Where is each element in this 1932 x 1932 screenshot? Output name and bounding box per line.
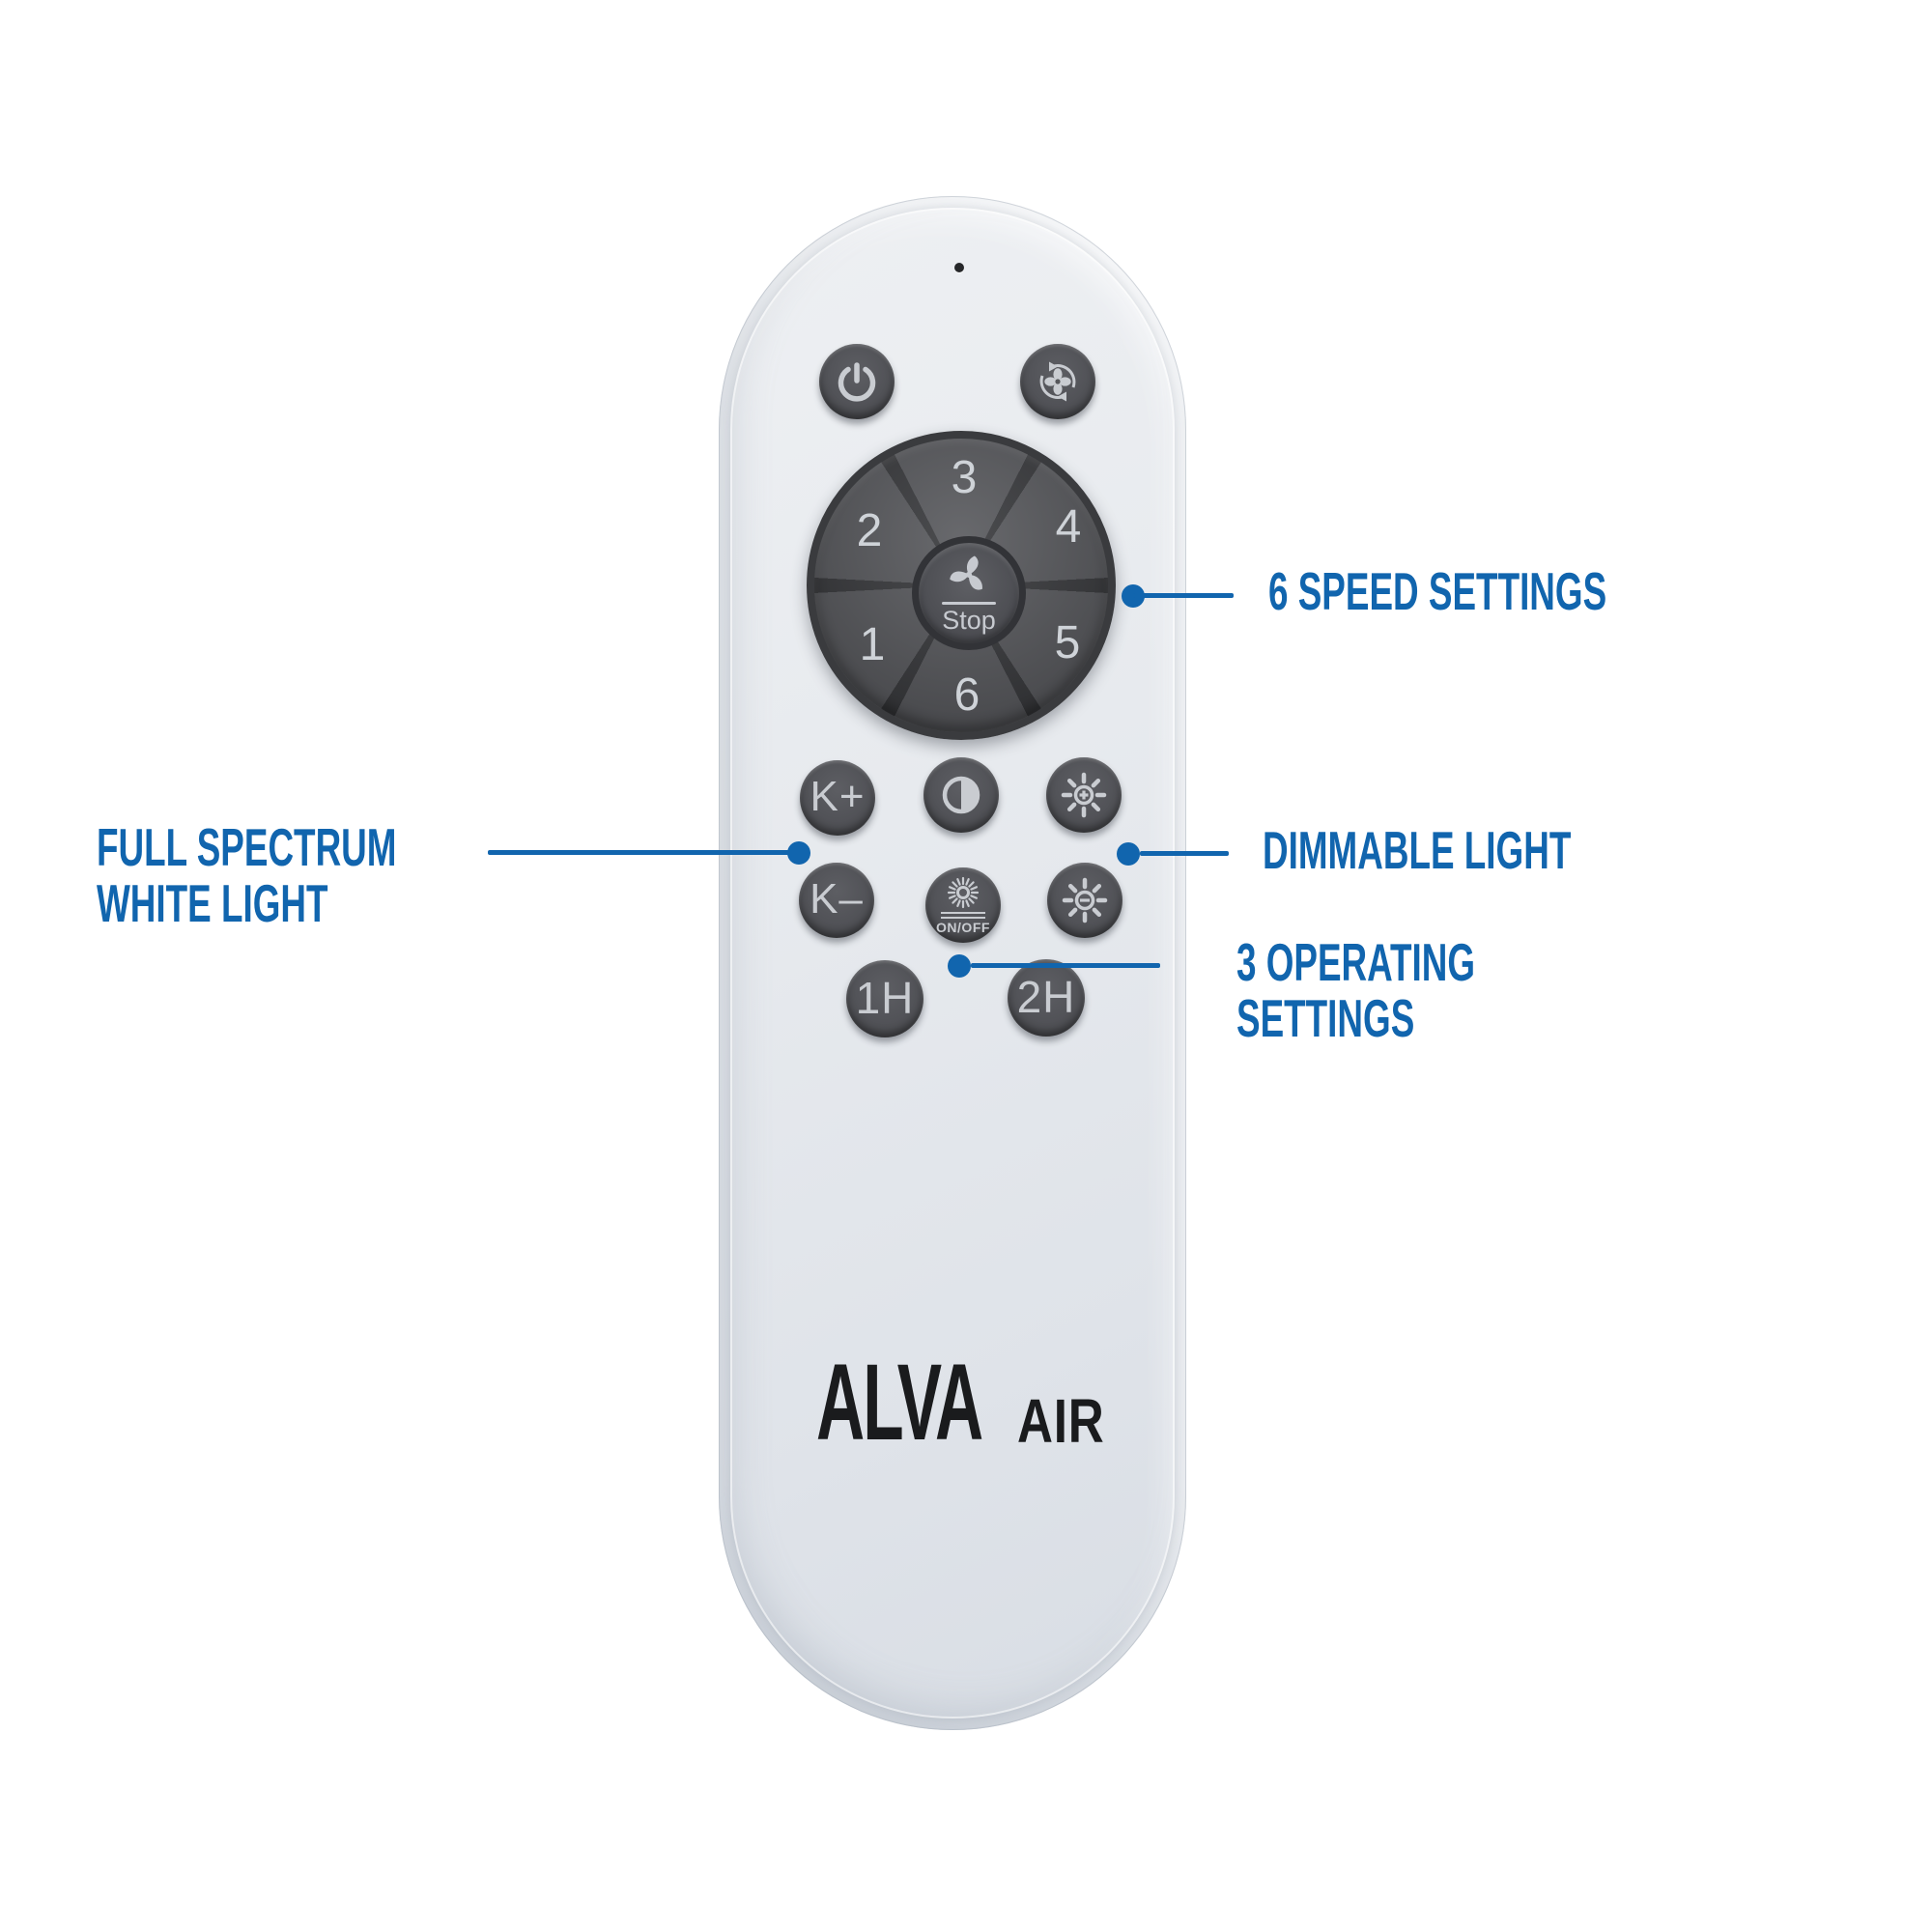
led-indicator: [954, 263, 964, 272]
stop-label: Stop: [942, 606, 996, 635]
speed-button-4[interactable]: 4: [1055, 501, 1082, 553]
callout-dot: [787, 841, 810, 865]
power-button[interactable]: [819, 344, 895, 419]
power-icon: [836, 360, 878, 403]
callout-dot: [948, 954, 971, 978]
speed-button-1[interactable]: 1: [859, 619, 886, 670]
brightness-up-icon: [1061, 772, 1107, 818]
speed-pad: 1 2 3 4 5 6 Stop: [807, 431, 1116, 740]
brand-name: ALVA: [816, 1342, 983, 1463]
fan-direction-button[interactable]: [1020, 344, 1095, 419]
timer-2h-label: 2H: [1016, 972, 1076, 1022]
timer-1h-label: 1H: [855, 973, 915, 1023]
timer-1h-button[interactable]: 1H: [846, 960, 923, 1037]
fan-stop-button[interactable]: Stop: [912, 536, 1026, 650]
kelvin-down-button[interactable]: K–: [799, 863, 874, 938]
stop-underline: [942, 602, 996, 605]
contrast-button[interactable]: [923, 757, 999, 833]
timer-2h-button[interactable]: 2H: [1008, 959, 1085, 1037]
light-onoff-icon: [942, 876, 984, 909]
brand-suffix: AIR: [1017, 1386, 1105, 1456]
kelvin-up-button[interactable]: K+: [800, 760, 875, 836]
speed-button-6[interactable]: 6: [953, 669, 980, 721]
callout-dot: [1117, 842, 1140, 866]
brightness-up-button[interactable]: [1046, 757, 1122, 833]
operating-line2: SETTINGS: [1236, 988, 1415, 1048]
callout-label-dimmable: DIMMABLE LIGHT: [1263, 820, 1572, 880]
kelvin-up-label: K+: [810, 773, 866, 820]
onoff-underline: [941, 912, 985, 919]
callout-line: [971, 963, 1160, 968]
speed-button-5[interactable]: 5: [1054, 617, 1081, 668]
callout-line: [1133, 593, 1234, 598]
contrast-icon: [939, 773, 983, 817]
speed-button-3[interactable]: 3: [951, 452, 978, 503]
callout-label-speed: 6 SPEED SETTINGS: [1268, 561, 1607, 621]
fan-direction-icon: [1035, 358, 1081, 405]
light-onoff-button[interactable]: ON/OFF: [925, 867, 1001, 943]
onoff-label: ON/OFF: [936, 920, 990, 935]
callout-line: [1140, 851, 1229, 856]
full-spectrum-line1: FULL SPECTRUM: [97, 817, 397, 877]
operating-line1: 3 OPERATING: [1236, 932, 1476, 992]
full-spectrum-line2: WHITE LIGHT: [97, 873, 328, 933]
speed-button-2[interactable]: 2: [856, 505, 883, 556]
callout-line: [488, 850, 789, 855]
fan-stop-icon: [947, 553, 991, 600]
brightness-down-icon: [1062, 877, 1108, 923]
kelvin-down-label: K–: [810, 875, 864, 923]
brightness-down-button[interactable]: [1047, 863, 1122, 938]
